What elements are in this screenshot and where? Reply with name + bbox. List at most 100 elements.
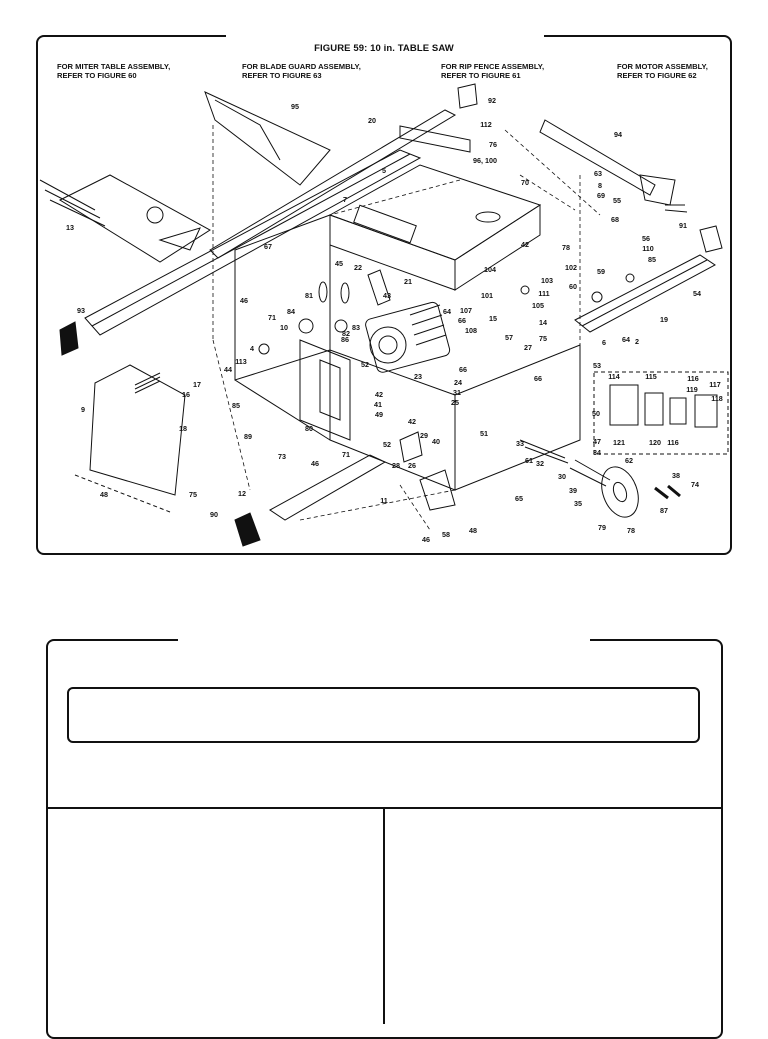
- part-callout-112: 112: [480, 120, 492, 129]
- part-callout-14: 14: [539, 318, 547, 327]
- blade-guard: [204, 91, 331, 186]
- figure-title: FIGURE 59: 10 in. TABLE SAW: [314, 43, 454, 54]
- part-callout-49: 49: [375, 410, 383, 419]
- handwheel: [569, 459, 639, 518]
- part-callout-110: 110: [642, 244, 654, 253]
- form-column-divider: [383, 807, 385, 1024]
- form-right-column: [389, 812, 719, 1012]
- part-callout-87: 87: [660, 506, 668, 515]
- part-callout-18: 18: [179, 424, 187, 433]
- part-callout-33: 33: [516, 439, 524, 448]
- part-callout-85: 85: [232, 401, 240, 410]
- part-callout-71: 71: [342, 450, 350, 459]
- part-callout-50: 50: [592, 409, 600, 418]
- part-callout-104: 104: [484, 265, 496, 274]
- part-callout-10: 10: [280, 323, 288, 332]
- part-callout-23: 23: [414, 372, 422, 381]
- part-callout-116: 116: [687, 374, 699, 383]
- reference-line: FOR BLADE GUARD ASSEMBLY,: [242, 62, 361, 71]
- part-callout-27: 27: [524, 343, 532, 352]
- part-callout-75: 75: [189, 490, 197, 499]
- switch-box-group: [593, 371, 729, 455]
- part-callout-60: 60: [569, 282, 577, 291]
- part-callout-44: 44: [224, 365, 232, 374]
- part-callout-4: 4: [250, 344, 254, 353]
- reference-motor: FOR MOTOR ASSEMBLY, REFER TO FIGURE 62: [617, 62, 708, 80]
- form-heading-box: [67, 687, 700, 743]
- part-callout-7: 7: [343, 195, 347, 204]
- part-callout-92: 92: [488, 96, 496, 105]
- part-callout-80: 80: [305, 424, 313, 433]
- part-callout-2: 2: [635, 337, 639, 346]
- part-callout-5: 5: [382, 166, 386, 175]
- part-callout-42: 42: [408, 417, 416, 426]
- part-callout-19: 19: [660, 315, 668, 324]
- part-callout-39: 39: [569, 486, 577, 495]
- part-callout-13: 13: [66, 223, 74, 232]
- part-callout-75: 75: [539, 334, 547, 343]
- reference-miter-table: FOR MITER TABLE ASSEMBLY, REFER TO FIGUR…: [57, 62, 170, 80]
- part-callout-118: 118: [711, 394, 723, 403]
- part-callout-71: 71: [268, 313, 276, 322]
- part-callout-83: 83: [352, 323, 360, 332]
- part-callout-46: 46: [240, 296, 248, 305]
- part-callout-58: 58: [442, 530, 450, 539]
- part-callout-108: 108: [465, 326, 477, 335]
- part-callout-120: 120: [649, 438, 661, 447]
- part-callout-64: 64: [622, 335, 630, 344]
- reference-line: REFER TO FIGURE 62: [617, 71, 697, 80]
- part-callout-103: 103: [541, 276, 553, 285]
- part-callout-117: 117: [709, 380, 721, 389]
- right-rail: [574, 254, 716, 333]
- part-callout-26: 26: [408, 461, 416, 470]
- rail-end-cap-left: [59, 321, 79, 356]
- part-callout-67: 67: [264, 242, 272, 251]
- part-callout-66: 66: [458, 316, 466, 325]
- part-callout-32: 32: [536, 459, 544, 468]
- part-callout-48: 48: [100, 490, 108, 499]
- part-callout-52: 52: [383, 440, 391, 449]
- reference-line: FOR MOTOR ASSEMBLY,: [617, 62, 708, 71]
- part-callout-28: 28: [392, 461, 400, 470]
- part-callout-38: 38: [672, 471, 680, 480]
- part-callout-61: 61: [525, 456, 533, 465]
- part-callout-15: 15: [489, 314, 497, 323]
- part-callout-74: 74: [691, 480, 699, 489]
- part-callout-115: 115: [645, 372, 657, 381]
- part-callout-105: 105: [532, 301, 544, 310]
- part-callout-34: 34: [593, 448, 601, 457]
- part-callout-11: 11: [380, 496, 388, 505]
- part-callout-78: 78: [627, 526, 635, 535]
- part-callout-40: 40: [432, 437, 440, 446]
- lower-rail: [269, 454, 387, 521]
- part-callout-113: 113: [235, 357, 247, 366]
- part-callout-95: 95: [291, 102, 299, 111]
- part-callout-81: 81: [305, 291, 313, 300]
- part-callout-30: 30: [558, 472, 566, 481]
- part-callout-94: 94: [614, 130, 622, 139]
- part-callout-16: 16: [182, 390, 190, 399]
- part-callout-70: 70: [521, 178, 529, 187]
- part-callout-62: 62: [625, 456, 633, 465]
- part-callout-47: 47: [593, 437, 601, 446]
- part-callout-46: 46: [422, 535, 430, 544]
- rip-fence: [539, 119, 656, 196]
- part-callout-91: 91: [679, 221, 687, 230]
- part-callout-42: 42: [521, 240, 529, 249]
- part-callout-43: 43: [383, 291, 391, 300]
- part-callout-45: 45: [335, 259, 343, 268]
- front-rail: [84, 149, 422, 336]
- part-callout-46: 46: [311, 459, 319, 468]
- part-callout-76: 76: [489, 140, 497, 149]
- part-callout-93: 93: [77, 306, 85, 315]
- rear-rail: [399, 125, 471, 153]
- part-callout-25: 25: [451, 398, 459, 407]
- part-callout-101: 101: [481, 291, 493, 300]
- part-callout-84: 84: [287, 307, 295, 316]
- reference-line: REFER TO FIGURE 63: [242, 71, 322, 80]
- part-callout-48: 48: [469, 526, 477, 535]
- part-callout-56: 56: [642, 234, 650, 243]
- rail-end-cap-top: [457, 83, 478, 109]
- rail-end-cap-right: [699, 225, 723, 253]
